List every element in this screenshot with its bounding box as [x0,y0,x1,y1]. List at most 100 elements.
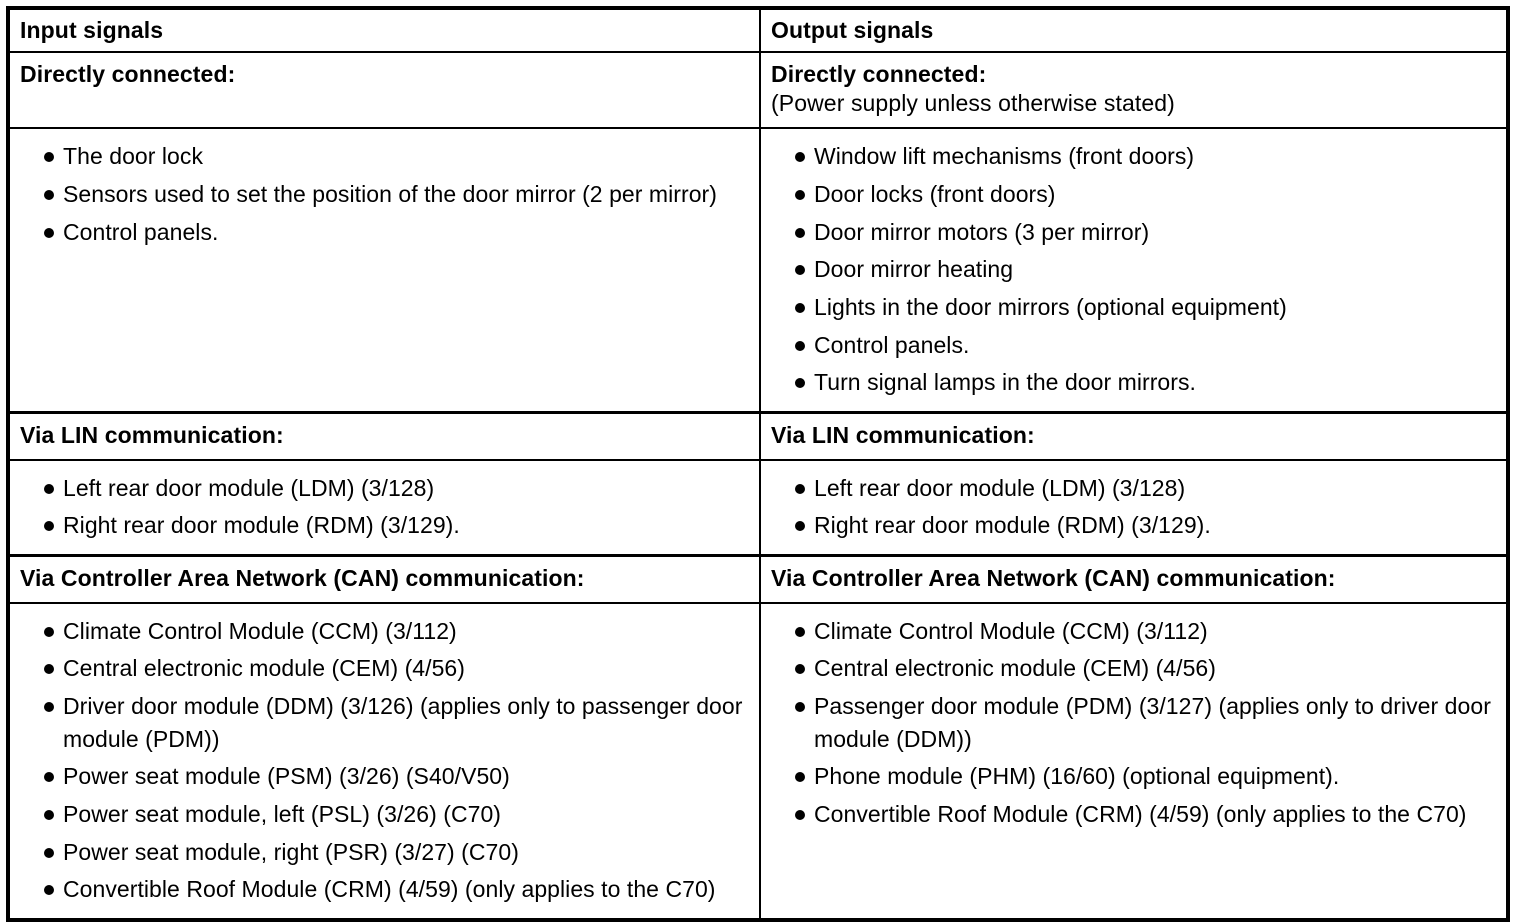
bullet-icon [795,664,805,675]
bullet-list: Left rear door module (LDM) (3/128) Righ… [20,472,749,542]
section-heading-label: Via LIN communication: [20,421,284,448]
list-item-label: Right rear door module (RDM) (3/129). [814,512,1211,539]
column-header-input-label: Input signals [20,17,164,43]
bullet-icon [795,809,805,820]
bullet-icon [44,152,54,163]
list-item-label: Control panels. [63,218,219,245]
list-item: Door mirror heating [771,253,1496,286]
section-heading-note: (Power supply unless otherwise stated) [771,89,1175,116]
section-heading-label: Via Controller Area Network (CAN) commun… [20,564,585,591]
list-item-label: Door mirror motors (3 per mirror) [814,218,1150,245]
list-item: Convertible Roof Module (CRM) (4/59) (on… [771,798,1496,831]
list-item: Door locks (front doors) [771,178,1496,211]
list-item-label: Driver door module (DDM) (3/126) (applie… [63,692,743,752]
bullet-icon [795,227,805,238]
bullet-list: Left rear door module (LDM) (3/128) Righ… [771,472,1496,542]
section-lin-list-row: Left rear door module (LDM) (3/128) Righ… [7,459,1509,557]
list-item-label: Central electronic module (CEM) (4/56) [814,655,1216,682]
list-item-label: Sensors used to set the position of the … [63,180,717,207]
list-item: Central electronic module (CEM) (4/56) [20,652,749,685]
bullet-icon [44,847,54,858]
list-item: Passenger door module (PDM) (3/127) (app… [771,690,1496,755]
table-header-row: Input signals Output signals [7,8,1509,54]
column-header-input: Input signals [7,8,761,54]
bullet-icon [795,265,805,276]
section-can-list-row: Climate Control Module (CCM) (3/112) Cen… [7,602,1509,920]
section-directly-connected-list-input: The door lock Sensors used to set the po… [7,128,761,414]
column-header-output: Output signals [759,8,1509,54]
list-item: Central electronic module (CEM) (4/56) [771,652,1496,685]
list-item: Right rear door module (RDM) (3/129). [20,509,749,542]
list-item: Driver door module (DDM) (3/126) (applie… [20,690,749,755]
section-heading-label: Directly connected: [771,61,987,88]
section-directly-connected-heading-row: Directly connected: Directly connected: … [7,52,1509,130]
bullet-icon [795,483,805,494]
list-item: Right rear door module (RDM) (3/129). [771,509,1496,542]
bullet-icon [795,340,805,351]
list-item-label: Power seat module, right (PSR) (3/27) (C… [63,838,519,865]
bullet-icon [44,885,54,896]
bullet-list: Window lift mechanisms (front doors) Doo… [771,140,1496,399]
list-item-label: Window lift mechanisms (front doors) [814,143,1195,170]
list-item-label: Door locks (front doors) [814,180,1056,207]
section-directly-connected-list-output: Window lift mechanisms (front doors) Doo… [759,128,1509,414]
list-item-label: Left rear door module (LDM) (3/128) [814,474,1186,501]
list-item-label: Climate Control Module (CCM) (3/112) [814,617,1208,644]
list-item: Lights in the door mirrors (optional equ… [771,291,1496,324]
section-heading-label: Via Controller Area Network (CAN) commun… [771,564,1336,591]
bullet-icon [44,772,54,783]
signals-table: Input signals Output signals Directly co… [6,6,1510,922]
bullet-icon [795,189,805,200]
section-lin-list-input: Left rear door module (LDM) (3/128) Righ… [7,459,761,557]
list-item-label: Central electronic module (CEM) (4/56) [63,655,465,682]
bullet-icon [44,701,54,712]
bullet-list: Climate Control Module (CCM) (3/112) Cen… [20,615,749,906]
list-item-label: Power seat module, left (PSL) (3/26) (C7… [63,800,501,827]
list-item-label: Left rear door module (LDM) (3/128) [63,474,435,501]
list-item-label: Convertible Roof Module (CRM) (4/59) (on… [63,876,716,903]
bullet-icon [795,772,805,783]
list-item: Power seat module, right (PSR) (3/27) (C… [20,836,749,869]
list-item: Climate Control Module (CCM) (3/112) [20,615,749,648]
section-can-list-input: Climate Control Module (CCM) (3/112) Cen… [7,602,761,920]
list-item-label: Phone module (PHM) (16/60) (optional equ… [814,763,1340,790]
section-can-heading-input: Via Controller Area Network (CAN) commun… [7,555,761,604]
section-can-list-output: Climate Control Module (CCM) (3/112) Cen… [759,602,1509,920]
list-item: Door mirror motors (3 per mirror) [771,216,1496,249]
section-heading-label: Via LIN communication: [771,421,1035,448]
section-can-heading-output: Via Controller Area Network (CAN) commun… [759,555,1509,604]
bullet-icon [795,626,805,637]
section-directly-connected-heading-output: Directly connected: (Power supply unless… [759,52,1509,130]
list-item: Sensors used to set the position of the … [20,178,749,211]
list-item-label: Right rear door module (RDM) (3/129). [63,512,460,539]
section-lin-heading-row: Via LIN communication: Via LIN communica… [7,412,1509,461]
section-can-heading-row: Via Controller Area Network (CAN) commun… [7,555,1509,604]
section-lin-heading-output: Via LIN communication: [759,412,1509,461]
bullet-icon [795,701,805,712]
list-item: Control panels. [771,329,1496,362]
list-item-label: Door mirror heating [814,256,1014,283]
bullet-icon [44,664,54,675]
bullet-icon [795,521,805,532]
list-item: Climate Control Module (CCM) (3/112) [771,615,1496,648]
section-lin-list-output: Left rear door module (LDM) (3/128) Righ… [759,459,1509,557]
list-item: Control panels. [20,216,749,249]
bullet-icon [44,521,54,532]
list-item-label: Lights in the door mirrors (optional equ… [814,293,1287,320]
list-item-label: Power seat module (PSM) (3/26) (S40/V50) [63,763,510,790]
list-item-label: Control panels. [814,331,970,358]
section-directly-connected-heading-input: Directly connected: [7,52,761,130]
list-item: Left rear door module (LDM) (3/128) [771,472,1496,505]
list-item-label: Climate Control Module (CCM) (3/112) [63,617,457,644]
list-item: Left rear door module (LDM) (3/128) [20,472,749,505]
list-item: Turn signal lamps in the door mirrors. [771,366,1496,399]
bullet-icon [44,626,54,637]
bullet-icon [44,227,54,238]
list-item: The door lock [20,140,749,173]
list-item-label: Convertible Roof Module (CRM) (4/59) (on… [814,800,1467,827]
list-item: Window lift mechanisms (front doors) [771,140,1496,173]
bullet-list: Climate Control Module (CCM) (3/112) Cen… [771,615,1496,831]
list-item: Convertible Roof Module (CRM) (4/59) (on… [20,873,749,906]
bullet-icon [44,483,54,494]
bullet-list: The door lock Sensors used to set the po… [20,140,749,248]
